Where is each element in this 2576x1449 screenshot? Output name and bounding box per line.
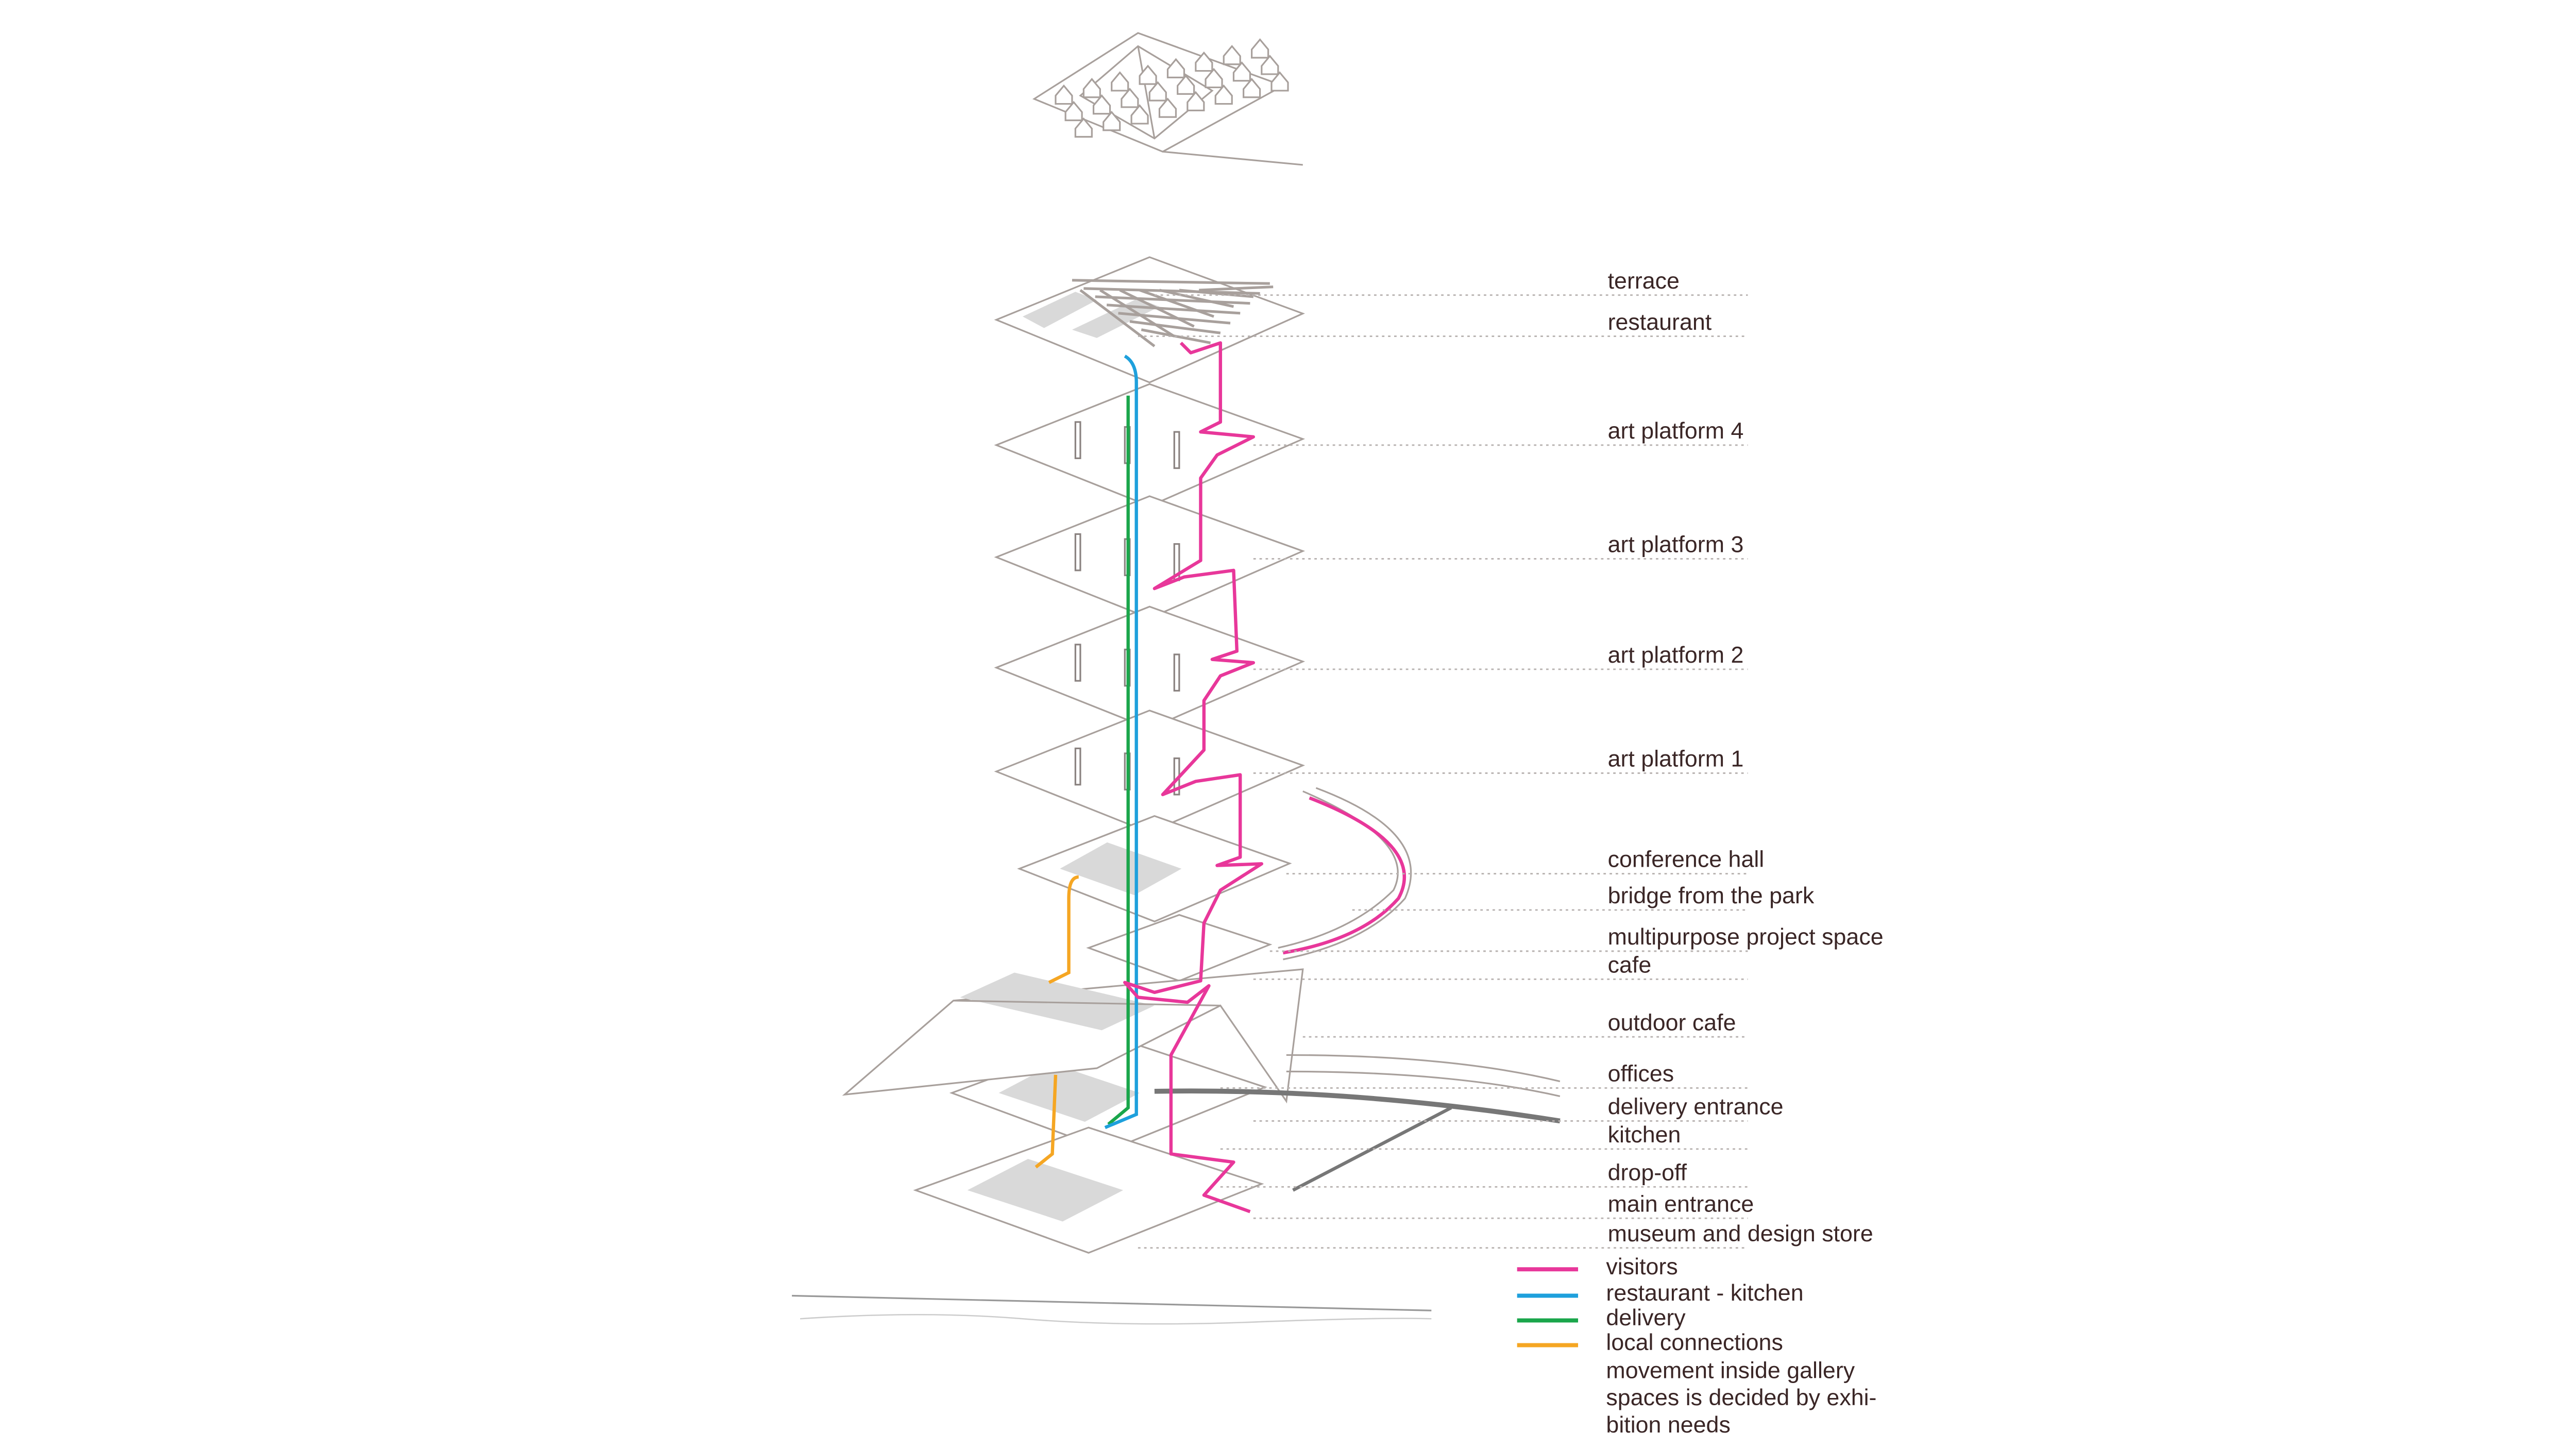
roof-skylight — [1055, 84, 1073, 105]
leader-lines — [1138, 294, 1748, 1249]
roof-skylight — [1064, 100, 1083, 122]
legend-note-line: spaces is decided by exhi- — [1606, 1385, 1876, 1410]
floor-label: offices — [1608, 1061, 1674, 1087]
roof-skylight — [1195, 51, 1213, 72]
roof-skylight — [1111, 71, 1129, 92]
floor-label: art platform 3 — [1608, 532, 1744, 558]
circulation-routes — [1035, 341, 1406, 1214]
platform-multipurpose — [1086, 914, 1273, 982]
floor-label: art platform 2 — [1608, 642, 1744, 668]
roof-skylight — [1243, 78, 1261, 98]
floor-label: kitchen — [1608, 1122, 1681, 1148]
legend-label: visitors — [1606, 1254, 1677, 1279]
roof-skylight — [1261, 55, 1279, 75]
column — [1074, 747, 1081, 786]
route-restaurant-kitchen — [1104, 355, 1138, 1130]
floor-label: cafe — [1608, 952, 1652, 978]
floor-label: art platform 1 — [1608, 746, 1744, 772]
floor-label: drop-off — [1608, 1160, 1687, 1186]
column — [1074, 421, 1081, 459]
floor-label: bridge from the park — [1608, 883, 1815, 908]
roof-skylight — [1205, 68, 1223, 89]
floor-labels: terrace restaurant art platform 4 art platf… — [1608, 268, 1884, 1246]
roof-skylight — [1092, 94, 1111, 115]
route-visitors-bridge — [1282, 796, 1406, 955]
roof-skylight — [1121, 88, 1139, 108]
route-local-connections-lower — [1035, 1074, 1058, 1169]
roof-skylight — [1074, 117, 1093, 138]
floor-label: main entrance — [1608, 1191, 1754, 1217]
platform-museum-store — [913, 1126, 1264, 1254]
roof-skylight — [1103, 111, 1121, 131]
floor-label: restaurant — [1608, 309, 1712, 335]
column — [1074, 533, 1081, 571]
platform-art-4 — [994, 383, 1306, 507]
roof-skylight — [1166, 58, 1185, 78]
roof-skylight — [1082, 78, 1101, 98]
roof-skylight — [1148, 81, 1167, 102]
roof-pyramid-drawing — [1032, 32, 1303, 166]
roof-skylight — [1232, 61, 1251, 82]
platform-art-1 — [994, 710, 1306, 834]
route-visitors — [1123, 341, 1264, 1214]
roof-skylight — [1270, 71, 1289, 92]
route-delivery — [1107, 395, 1130, 1126]
platform-conference-hall — [1017, 815, 1292, 923]
roof-skylight — [1223, 45, 1241, 65]
floor-label: museum and design store — [1608, 1221, 1873, 1246]
platform-art-3 — [994, 495, 1306, 619]
ground-line — [792, 1294, 1432, 1325]
legend-label: restaurant - kitchen — [1606, 1280, 1803, 1306]
roof-skylight — [1139, 64, 1157, 85]
floor-label: conference hall — [1608, 847, 1765, 872]
floor-label: delivery entrance — [1608, 1094, 1784, 1120]
floor-label: terrace — [1608, 268, 1680, 294]
legend-note-line: movement inside gallery — [1606, 1357, 1855, 1383]
roof-skylight — [1130, 104, 1149, 125]
roof-skylight — [1177, 74, 1195, 95]
roof-skylight — [1251, 38, 1269, 59]
platform-terrace — [994, 256, 1306, 383]
floor-label: multipurpose project space — [1608, 924, 1884, 950]
floor-label: art platform 4 — [1608, 418, 1744, 444]
roof-skylight — [1187, 91, 1205, 111]
roof-skylight — [1214, 84, 1233, 105]
column — [1074, 644, 1081, 682]
legend-label: local connections — [1606, 1329, 1783, 1355]
route-local-connections-upper — [1048, 875, 1079, 984]
roof-skylight — [1158, 97, 1177, 118]
column — [1173, 431, 1180, 469]
legend-label: delivery — [1606, 1305, 1686, 1330]
floor-label: outdoor cafe — [1608, 1009, 1736, 1035]
column — [1173, 653, 1180, 692]
legend-note-line: bition needs — [1606, 1412, 1730, 1438]
floor-platforms — [913, 256, 1306, 1254]
